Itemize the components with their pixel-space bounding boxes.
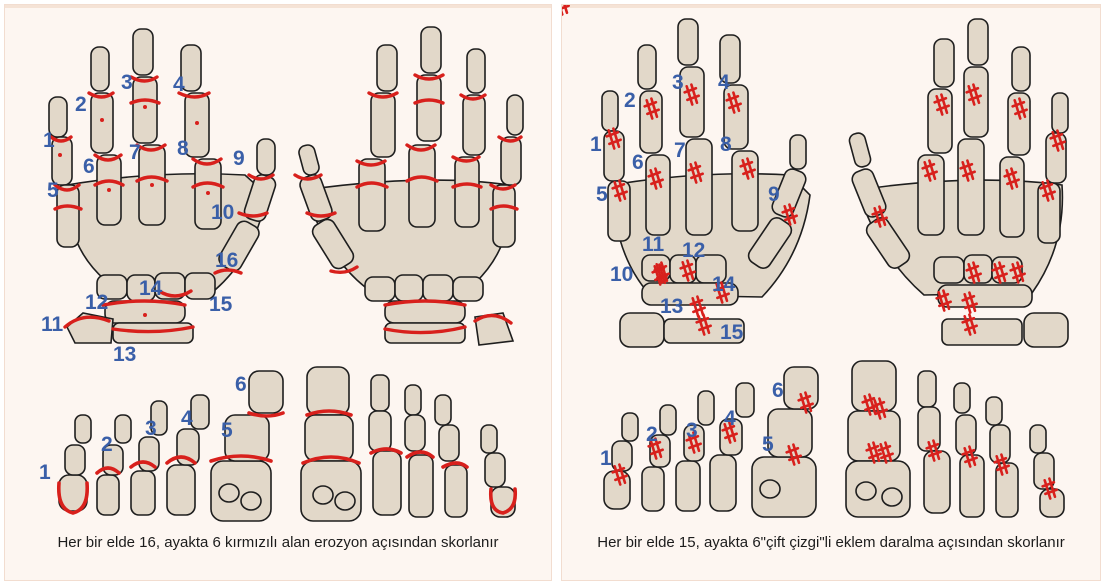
foot-label-5: 5 [221,419,233,442]
hand-label-5: 5 [596,183,608,206]
hand-label-8: 8 [720,133,732,156]
hand-label-16: 16 [215,249,238,272]
joint-narrowing-diagram: 1 2 3 4 5 6 7 8 9 10 11 12 13 14 15 1 2 … [562,5,1102,530]
hand-label-15: 15 [209,293,233,316]
hand-label-4: 4 [173,73,185,96]
hand-label-2: 2 [75,93,87,116]
hand-label-6: 6 [83,155,95,178]
erosion-panel: 1 2 3 4 5 6 7 8 9 10 11 12 13 14 15 16 1… [4,4,552,581]
hand-label-14: 14 [712,273,736,296]
hand-label-10: 10 [211,201,234,224]
foot-label-3: 3 [145,417,157,440]
foot-label-4: 4 [724,407,736,430]
foot-label-6: 6 [772,379,784,402]
right-hand-illustration [295,27,523,345]
right-foot-illustration [846,361,1064,517]
hand-label-11: 11 [41,313,64,336]
erosion-caption: Her bir elde 16, ayakta 6 kırmızılı alan… [5,533,551,553]
hand-label-10: 10 [610,263,633,286]
hand-label-13: 13 [660,295,683,318]
right-foot-illustration [301,367,515,521]
hand-label-1: 1 [590,133,602,156]
hand-label-11: 11 [642,233,665,256]
hand-label-2: 2 [624,89,636,112]
foot-label-5: 5 [762,433,774,456]
left-foot-illustration [604,367,818,517]
right-hand-illustration [848,19,1068,347]
hand-label-5: 5 [47,179,59,202]
left-hand-illustration [49,29,278,343]
hand-label-13: 13 [113,343,136,366]
foot-label-1: 1 [600,447,612,470]
erosion-diagram: 1 2 3 4 5 6 7 8 9 10 11 12 13 14 15 16 1… [5,5,553,530]
hand-label-12: 12 [85,291,108,314]
hand-label-7: 7 [674,139,686,162]
hand-label-9: 9 [768,183,780,206]
foot-label-4: 4 [181,407,193,430]
hand-label-9: 9 [233,147,245,170]
foot-label-1: 1 [39,461,51,484]
hand-label-8: 8 [177,137,189,160]
hand-label-1: 1 [43,129,55,152]
hand-label-15: 15 [720,321,744,344]
foot-label-2: 2 [646,423,658,446]
hand-label-6: 6 [632,151,644,174]
hand-label-4: 4 [718,71,730,94]
hand-label-7: 7 [129,141,141,164]
hand-label-12: 12 [682,239,705,262]
foot-label-2: 2 [101,433,113,456]
hand-label-3: 3 [121,71,133,94]
joint-narrowing-panel: 1 2 3 4 5 6 7 8 9 10 11 12 13 14 15 1 2 … [561,4,1101,581]
hand-label-3: 3 [672,71,684,94]
foot-label-6: 6 [235,373,247,396]
left-foot-illustration [59,371,283,521]
narrowing-caption: Her bir elde 15, ayakta 6"çift çizgi"li … [562,533,1100,553]
foot-label-3: 3 [686,419,698,442]
hand-label-14: 14 [139,277,163,300]
